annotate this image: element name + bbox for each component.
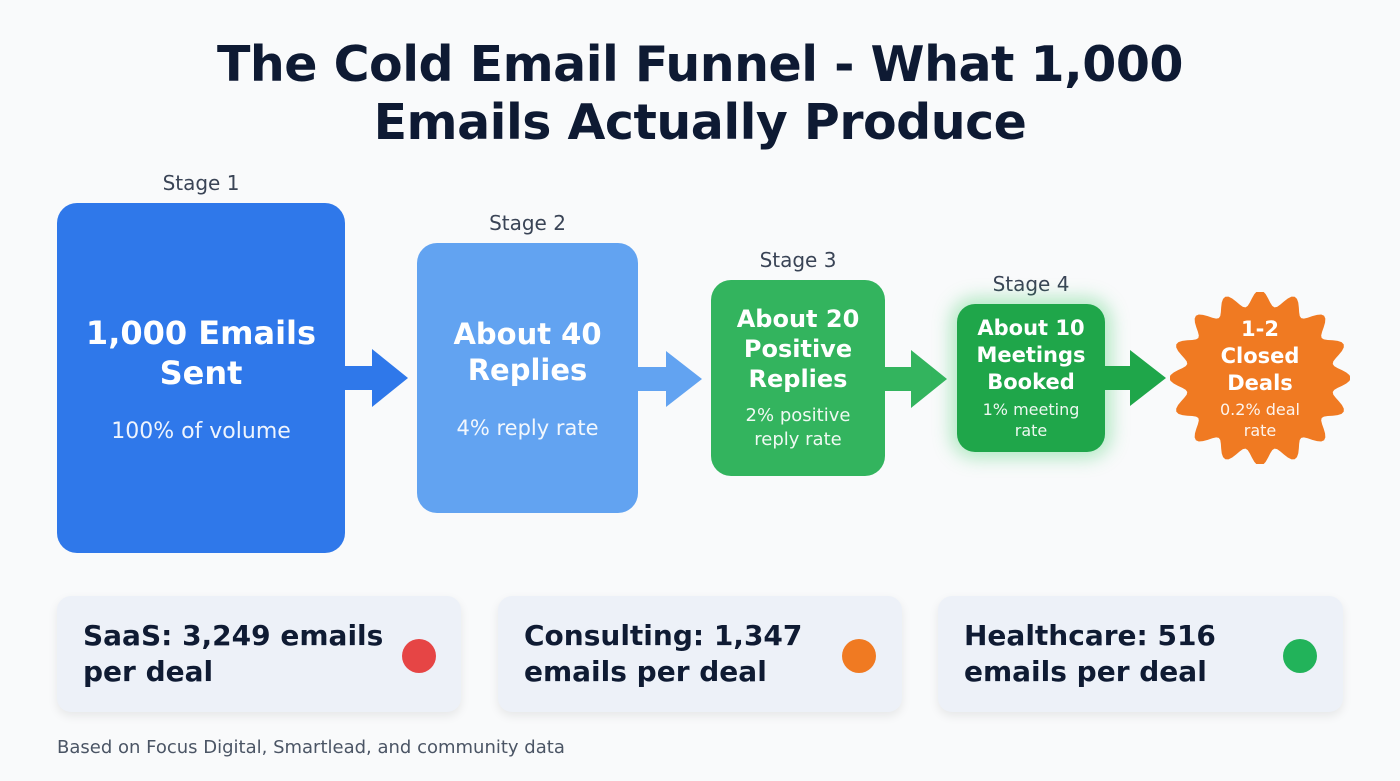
stage-4-main-3: Booked — [987, 370, 1075, 394]
industry-text-2: emails per deal — [524, 655, 767, 688]
arrow-right-icon — [636, 351, 702, 407]
outcome-rate-2: rate — [1243, 420, 1277, 440]
stage-4-box: About 10 Meetings Booked 1% meeting rate — [957, 304, 1105, 452]
source-note: Based on Focus Digital, Smartlead, and c… — [57, 737, 565, 758]
arrow-right-icon — [1104, 350, 1166, 406]
stage-3-label: Stage 3 — [759, 248, 837, 272]
outcome-badge: 1-2 Closed Deals 0.2% deal rate — [1170, 292, 1350, 464]
stage-4-rate-1: 1% meeting — [982, 400, 1080, 419]
outcome-rate-1: 0.2% deal — [1220, 399, 1300, 419]
arrow-right-icon — [883, 350, 947, 408]
industry-text-2: emails per deal — [964, 655, 1207, 688]
industry-text-1: SaaS: 3,249 emails — [83, 619, 384, 652]
industry-text-2: per deal — [83, 655, 214, 688]
stage-2-box: About 40 Replies 4% reply rate — [417, 243, 638, 513]
outcome-main-3: Deals — [1227, 370, 1293, 395]
outcome-main-2: Closed — [1220, 343, 1300, 368]
stage-3-box: About 20 Positive Replies 2% positive re… — [711, 280, 885, 476]
stage-2-rate: 4% reply rate — [456, 416, 599, 440]
industry-text-1: Healthcare: 516 — [964, 619, 1216, 652]
title-line-2: Emails Actually Produce — [373, 94, 1027, 151]
stage-1-main-1: 1,000 Emails — [85, 313, 317, 352]
stage-4-main-1: About 10 — [977, 316, 1085, 340]
stage-3-main-1: About 20 — [736, 305, 860, 333]
status-dot-red — [402, 639, 436, 673]
stage-4-rate-2: rate — [1014, 421, 1048, 440]
stage-1-box: 1,000 Emails Sent 100% of volume — [57, 203, 345, 553]
industry-card-consulting: Consulting: 1,347 emails per deal — [498, 596, 902, 712]
page-title: The Cold Email Funnel - What 1,000 Email… — [0, 36, 1400, 152]
stage-4-label: Stage 4 — [992, 272, 1070, 296]
stage-3-rate-2: reply rate — [754, 429, 842, 450]
industry-card-healthcare: Healthcare: 516 emails per deal — [938, 596, 1343, 712]
stage-1-label: Stage 1 — [162, 171, 240, 195]
stage-4-main-2: Meetings — [976, 343, 1086, 367]
stage-3-main-3: Replies — [748, 365, 848, 393]
stage-1-main-2: Sent — [159, 353, 243, 392]
stage-2-main-2: Replies — [467, 353, 588, 387]
industry-card-saas: SaaS: 3,249 emails per deal — [57, 596, 461, 712]
deal-badge-icon — [1170, 292, 1350, 464]
stage-1-rate: 100% of volume — [111, 418, 291, 444]
stage-3-rate-1: 2% positive — [745, 405, 851, 426]
outcome-main-1: 1-2 — [1241, 316, 1279, 341]
title-line-1: The Cold Email Funnel - What 1,000 — [216, 36, 1184, 93]
stage-2-label: Stage 2 — [489, 211, 566, 235]
stage-2-main-1: About 40 — [453, 317, 602, 351]
industry-text-1: Consulting: 1,347 — [524, 619, 803, 652]
stage-3-main-2: Positive — [743, 335, 853, 363]
status-dot-green — [1283, 639, 1317, 673]
arrow-right-icon — [344, 349, 408, 407]
status-dot-orange — [842, 639, 876, 673]
